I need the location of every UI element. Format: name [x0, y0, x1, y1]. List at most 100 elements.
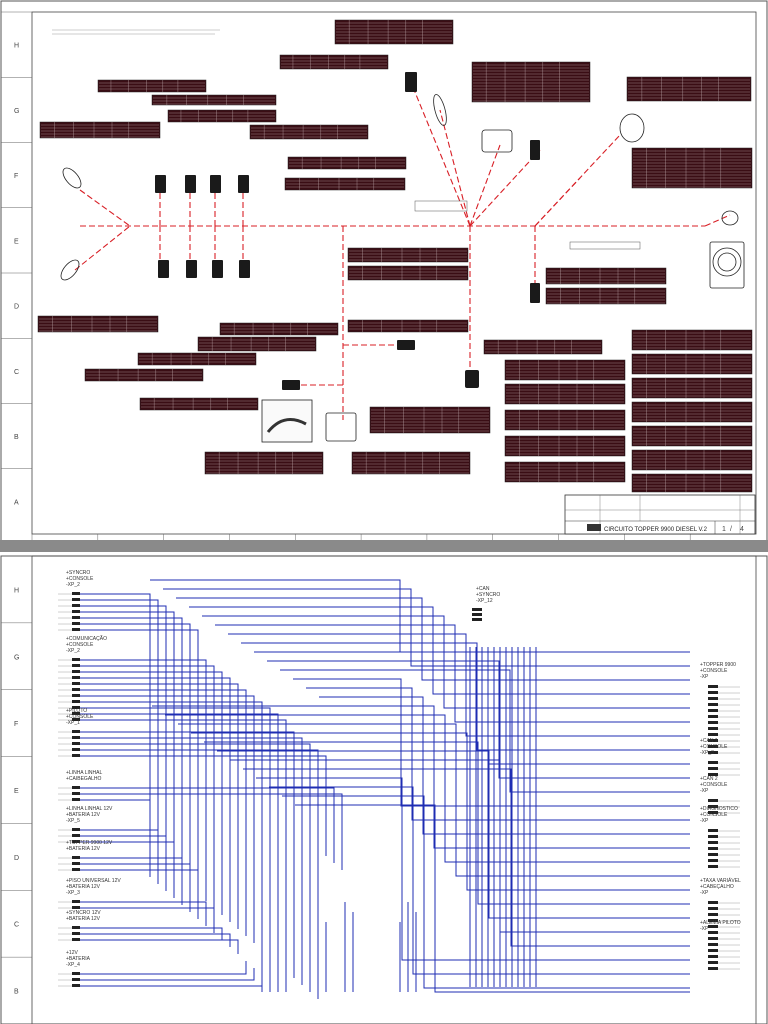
connector-label-line: +CONSOLE — [66, 642, 94, 648]
left-connector: +PISO UNIVERSAL 12V+BATERIA 12V-XP_3 — [58, 878, 121, 909]
connector-label-line: +SYNCRO 12V — [66, 910, 101, 916]
zone-row-label: F — [14, 721, 18, 728]
title-block-title: CIRCUITO TOPPER 9900 DIESEL V.2 — [604, 527, 708, 533]
notes — [52, 29, 641, 250]
connector-label-line: +SYNCRO — [476, 592, 500, 598]
connector-label-line: -XP_2 — [66, 648, 80, 654]
connector-label-line: +CONSOLE — [66, 714, 94, 720]
connector-label-line: +CAN — [476, 586, 490, 592]
zone-row-label: C — [14, 369, 19, 376]
parts-table — [504, 383, 626, 405]
parts-table — [97, 79, 207, 93]
connector-label-line: +CAN 1 — [700, 738, 718, 744]
connector-label-line: +CONSOLE — [700, 744, 728, 750]
parts-table — [631, 425, 753, 447]
parts-table — [151, 94, 277, 106]
parts-table — [347, 247, 469, 263]
left-connector: +SYNCRO+CONSOLE-XP_2 — [58, 570, 94, 631]
connector-label-line: +LINHA LINHAL — [66, 770, 102, 776]
connector-symbols — [155, 72, 540, 390]
connector-label-line: +LINHA LINHAL 12V — [66, 806, 113, 812]
top-connector-block: +CAN+SYNCRO-XP_12 — [472, 586, 500, 621]
parts-table — [504, 409, 626, 431]
left-connector: +SYNCRO 12V+BATERIA 12V — [58, 910, 101, 941]
connector-label-line: -XP — [700, 890, 709, 896]
parts-table — [631, 377, 753, 399]
connector-label-line: -XP_12 — [476, 598, 493, 604]
right-connector: +DIAGNOSTICO+CONSOLE-XP — [700, 806, 740, 868]
connector-label-line: -XP — [700, 926, 709, 932]
svg-text:/: / — [730, 526, 732, 533]
connector-label-line: +CAN 2 — [700, 776, 718, 782]
parts-table — [279, 54, 389, 70]
parts-table — [351, 451, 471, 475]
parts-table — [167, 109, 277, 123]
connector-label-line: +CONSOLE — [700, 668, 728, 674]
connector-label-line: +CAIBEGALHO — [66, 776, 102, 782]
connector-label-line: +ALEMIA PILOTO — [700, 920, 741, 926]
right-connector: +CAN 1+CONSOLE-XP_3 — [700, 738, 740, 776]
left-connector: +12V+BATERIA-XP_4 — [58, 950, 91, 987]
parts-table — [287, 156, 407, 170]
parts-table — [471, 61, 591, 103]
zone-row-label: H — [14, 587, 19, 594]
parts-table — [545, 267, 667, 285]
left-connector: +LINHA LINHAL 12V+BATERIA 12V-XP_5 — [58, 806, 113, 843]
parts-table — [631, 449, 753, 471]
zone-row-label: A — [14, 499, 19, 506]
parts-table — [219, 322, 339, 336]
connector-label-line: +CABEÇALHO — [700, 884, 734, 890]
right-connector: +TAXA VARIÁVEL+CABEÇALHO-XP — [700, 877, 741, 934]
parts-table — [197, 336, 317, 352]
zone-row-label: D — [14, 304, 19, 311]
connector-label-line: +PISO UNIVERSAL 12V — [66, 878, 121, 884]
parts-table — [139, 397, 259, 411]
parts-table — [504, 359, 626, 381]
parts-table — [137, 352, 257, 366]
parts-table — [631, 353, 753, 375]
connector-label-line: -XP_1 — [66, 720, 80, 726]
right-connector: +ALEMIA PILOTO-XP — [700, 920, 741, 970]
title-block: CIRCUITO TOPPER 9900 DIESEL V.2 1 / 4 — [564, 494, 756, 535]
connector-label-line: +SYNCRO — [66, 570, 90, 576]
title-block-sheet-number: 1 — [722, 526, 726, 533]
connector-label-line: -XP — [700, 818, 709, 824]
parts-table — [631, 329, 753, 351]
parts-table — [631, 401, 753, 423]
parts-table — [347, 319, 469, 333]
connector-label-line: -XP_2 — [66, 582, 80, 588]
left-connector-blocks: +SYNCRO+CONSOLE-XP_2+COMUNICAÇÃO+CONSOLE… — [58, 570, 121, 987]
parts-table — [369, 406, 491, 434]
connector-label-line: -XP_3 — [700, 750, 714, 756]
zone-row-label: C — [14, 922, 19, 929]
connector-label-line: +CONSOLE — [700, 812, 728, 818]
parts-table — [483, 339, 603, 355]
connector-label-line: -XP_5 — [66, 818, 80, 824]
parts-table — [84, 368, 204, 382]
parts-table — [37, 315, 159, 333]
parts-table — [545, 287, 667, 305]
right-connector: +CAN 2+CONSOLE-XP — [700, 776, 740, 814]
zone-row-label: E — [14, 788, 19, 795]
wire-routes — [80, 579, 690, 999]
parts-table — [39, 121, 161, 139]
zone-row-label: D — [14, 855, 19, 862]
parts-tables — [37, 19, 753, 493]
parts-table — [347, 265, 469, 281]
connector-label-line: +PILOTO — [66, 708, 87, 714]
zone-row-label: B — [14, 434, 19, 441]
connector-label-line: +TOPPER 9900 12V — [66, 840, 113, 846]
left-connector: +LINHA LINHAL+CAIBEGALHO — [58, 770, 102, 801]
connector-label-line: +BATERIA — [66, 956, 91, 962]
connector-label-line: +BATERIA 12V — [66, 812, 101, 818]
connector-label-line: -XP — [700, 674, 709, 680]
company-logo — [587, 524, 601, 531]
zone-row-label: G — [14, 108, 19, 115]
parts-table — [504, 461, 626, 483]
title-block-sheet-total: 4 — [740, 526, 744, 533]
connector-label-line: +BATERIA 12V — [66, 884, 101, 890]
